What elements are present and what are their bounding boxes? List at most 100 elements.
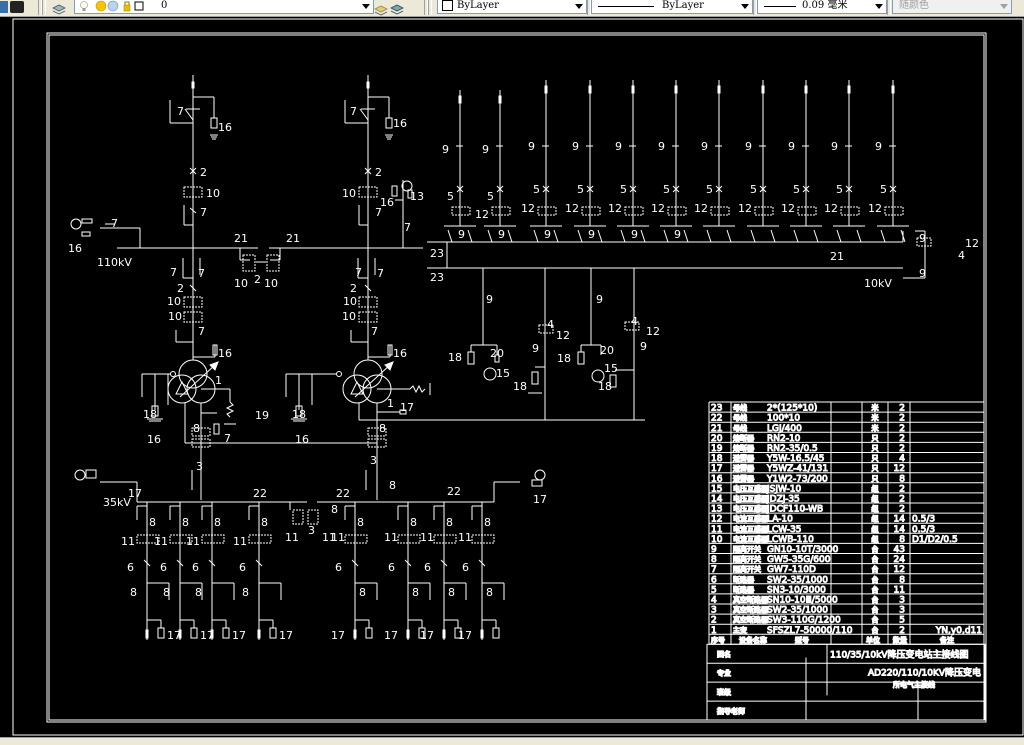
toolbar-separator xyxy=(38,0,42,15)
part-qty: 2 xyxy=(899,444,905,454)
part-model: SN10-10Ⅲ/5000 xyxy=(767,596,838,606)
schematic-label: 23 xyxy=(430,247,444,260)
part-qty: 2 xyxy=(899,414,905,424)
lv-feeder-switch-label: 9 xyxy=(615,140,622,153)
part-model: GW5-35G/600 xyxy=(767,555,831,565)
schematic-label: 7 xyxy=(371,325,378,338)
mv-switch-label: 8 xyxy=(484,516,491,529)
chevron-down-icon[interactable] xyxy=(575,4,583,9)
chevron-down-icon[interactable] xyxy=(875,4,883,9)
schematic-label: 12 xyxy=(965,237,979,250)
mv-switch-label: 8 xyxy=(163,586,170,599)
schematic-label: 7 xyxy=(355,266,362,279)
chevron-down-icon[interactable] xyxy=(741,4,749,9)
part-unit: 台 xyxy=(872,595,879,604)
part-qty: 2 xyxy=(899,404,905,414)
schematic-label: 7 xyxy=(404,221,411,234)
layer-previous-icon[interactable] xyxy=(390,1,404,15)
mv-switch-label: 8 xyxy=(261,516,268,529)
part-number: 8 xyxy=(711,555,717,565)
table-header-cell: 数量 xyxy=(893,635,907,644)
mv-ct-label: 11 xyxy=(154,535,168,548)
layer-dropdown[interactable]: 0 xyxy=(74,0,374,14)
schematic-label: 3 xyxy=(308,524,315,537)
make-object-layer-current-icon[interactable] xyxy=(374,1,388,16)
mv-arrester-label: 17 xyxy=(458,629,472,642)
lv-feeder-breaker-label: 5 xyxy=(487,190,494,203)
schematic-label: 18 xyxy=(448,351,462,364)
part-name: 熔断器 xyxy=(733,444,755,453)
schematic-label: 9 xyxy=(486,293,493,306)
view-icon[interactable] xyxy=(0,1,8,13)
toolbar-separator xyxy=(887,0,891,15)
lv-feeder-switch-label: 9 xyxy=(875,140,882,153)
schematic-label: 4 xyxy=(547,318,554,331)
schematic-label: 7 xyxy=(177,105,184,118)
schematic-label: 2 xyxy=(254,273,261,286)
project-title: AD220/110/10KV降压变电 xyxy=(868,667,981,679)
table-header-cell: 备注 xyxy=(939,635,954,644)
toolbar-separator xyxy=(424,0,428,15)
mv-switch-label: 8 xyxy=(214,516,221,529)
schematic-label: 10 xyxy=(168,310,182,323)
mv-switch-label: 8 xyxy=(446,516,453,529)
schematic-label: 22 xyxy=(253,487,267,500)
lv-feeder-ct-label: 12 xyxy=(608,202,622,215)
schematic-label: 17 xyxy=(533,493,547,506)
schematic-label: 18 xyxy=(557,352,571,365)
part-unit: 米 xyxy=(871,423,880,432)
lineweight-dropdown[interactable]: 0.09 毫米 xyxy=(757,0,887,14)
part-name: 断路器 xyxy=(733,575,755,584)
lightbulb-icon xyxy=(80,1,88,11)
part-number: 12 xyxy=(711,515,722,525)
mv-feeder xyxy=(136,502,170,640)
schematic-label: 7 xyxy=(377,267,384,280)
lv-feeder-ct-label: 12 xyxy=(651,202,665,215)
part-unit: 只 xyxy=(872,445,879,453)
part-model: RN2-10 xyxy=(767,434,801,444)
toolbar-separator xyxy=(753,0,757,15)
lv-feeder-switch-label: 9 xyxy=(572,140,579,153)
part-unit: 米 xyxy=(871,413,880,422)
lv-feeder xyxy=(877,80,909,243)
part-number: 14 xyxy=(711,495,723,505)
part-unit: 组 xyxy=(872,514,879,523)
linetype-dropdown[interactable]: ByLayer xyxy=(591,0,753,14)
part-unit: 只 xyxy=(872,455,879,463)
mv-ct-label: 11 xyxy=(186,535,200,548)
schematic-label: 16 xyxy=(218,121,232,134)
mv-switch-label: 8 xyxy=(130,586,137,599)
lv-feeder xyxy=(833,80,865,243)
part-unit: 台 xyxy=(872,625,879,634)
lv-feeder-switch-label: 9 xyxy=(528,140,535,153)
schematic-label: 11 xyxy=(285,531,299,544)
part-model: LCWB-110 xyxy=(767,535,814,545)
mv-arrester-label: 17 xyxy=(279,629,293,642)
lv-feeder xyxy=(703,80,735,243)
color-dropdown[interactable]: ByLayer xyxy=(437,0,587,14)
part-unit: 台 xyxy=(872,555,879,564)
mv-feeder xyxy=(471,502,505,640)
lv-feeder-breaker-label: 5 xyxy=(836,183,843,196)
match-properties-icon[interactable] xyxy=(10,1,24,13)
linetype-value: ByLayer xyxy=(662,0,704,11)
schematic-label: 10 xyxy=(342,310,356,323)
schematic-label: 11 xyxy=(322,531,336,544)
layer-manager-button[interactable] xyxy=(52,0,68,15)
part-name: 电流互感器 xyxy=(733,524,769,533)
schematic-label: 2 xyxy=(177,282,184,295)
chevron-down-icon[interactable] xyxy=(362,4,370,9)
part-number: 23 xyxy=(711,404,722,414)
schematic-label: 16 xyxy=(393,117,407,130)
table-header-cell: 型号 xyxy=(795,635,809,644)
schematic-label: 20 xyxy=(600,344,614,357)
part-unit: 米 xyxy=(871,403,880,412)
part-number: 10 xyxy=(711,535,723,545)
